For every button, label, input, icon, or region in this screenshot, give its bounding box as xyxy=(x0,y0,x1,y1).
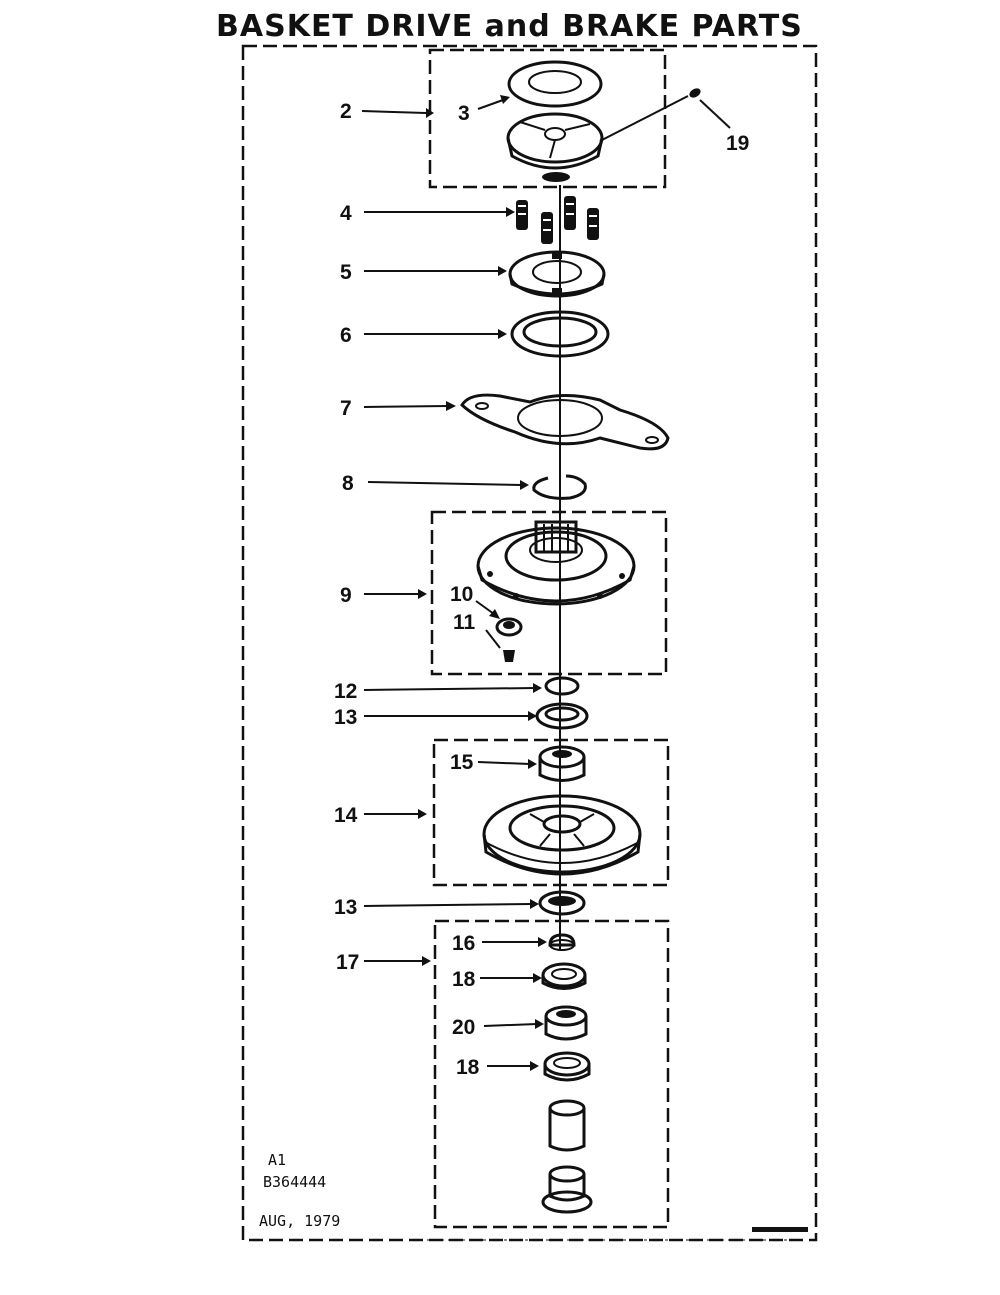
sleeve-upper xyxy=(548,1099,586,1152)
part-20-clutch xyxy=(544,1005,588,1041)
part-8-snap-ring xyxy=(532,474,587,500)
callout-12: 12 xyxy=(334,680,357,703)
part-9-brake-assembly xyxy=(476,520,636,606)
part-3-ring xyxy=(507,60,603,108)
callout-19: 19 xyxy=(726,132,749,155)
group-box-17 xyxy=(433,919,670,1229)
part-18-bearing-upper xyxy=(541,962,587,990)
part-2-hub xyxy=(506,112,604,182)
part-12-washer xyxy=(544,676,580,696)
part-5-plate xyxy=(508,250,606,298)
callout-13-lower: 13 xyxy=(334,896,357,919)
callout-13-upper: 13 xyxy=(334,706,357,729)
sleeve-lower xyxy=(541,1165,593,1214)
callout-5: 5 xyxy=(340,261,352,284)
part-19-pin xyxy=(599,88,701,142)
callout-10: 10 xyxy=(450,583,473,606)
callout-20: 20 xyxy=(452,1016,475,1039)
callout-15: 15 xyxy=(450,751,474,774)
part-10-11-fasteners xyxy=(495,617,523,662)
callout-4: 4 xyxy=(340,202,352,225)
illegible-code-mark xyxy=(752,1227,808,1232)
leader-lines xyxy=(361,95,731,1071)
callout-3: 3 xyxy=(458,102,470,125)
callout-8: 8 xyxy=(342,472,354,495)
callout-18-upper: 18 xyxy=(452,968,476,991)
part-15-bushing xyxy=(538,745,586,782)
group-box-9 xyxy=(430,510,668,676)
callout-6: 6 xyxy=(340,324,352,347)
group-box-14 xyxy=(432,738,670,887)
group-box-2 xyxy=(428,48,667,189)
callout-7: 7 xyxy=(340,397,352,420)
diagram-title: BASKET DRIVE and BRAKE PARTS xyxy=(216,9,803,44)
part-18-bearing-lower xyxy=(543,1051,591,1082)
model-code: A1 xyxy=(268,1151,286,1169)
callout-2: 2 xyxy=(340,100,352,123)
part-7-bracket xyxy=(460,393,670,451)
outer-frame xyxy=(241,44,818,1242)
part-4-springs xyxy=(516,196,599,244)
part-13-bearing-upper xyxy=(535,702,589,730)
callout-16: 16 xyxy=(452,932,475,955)
issue-date: AUG, 1979 xyxy=(259,1212,340,1230)
part-number: B364444 xyxy=(263,1173,326,1191)
part-16-cap xyxy=(548,933,576,951)
callout-17: 17 xyxy=(336,951,359,974)
part-6-ring xyxy=(510,310,610,358)
part-14-pulley xyxy=(482,794,642,876)
part-13-bearing-lower xyxy=(538,890,586,916)
callout-18-lower: 18 xyxy=(456,1056,480,1079)
callout-11: 11 xyxy=(453,611,476,634)
callout-9: 9 xyxy=(340,584,352,607)
callout-14: 14 xyxy=(334,804,358,827)
